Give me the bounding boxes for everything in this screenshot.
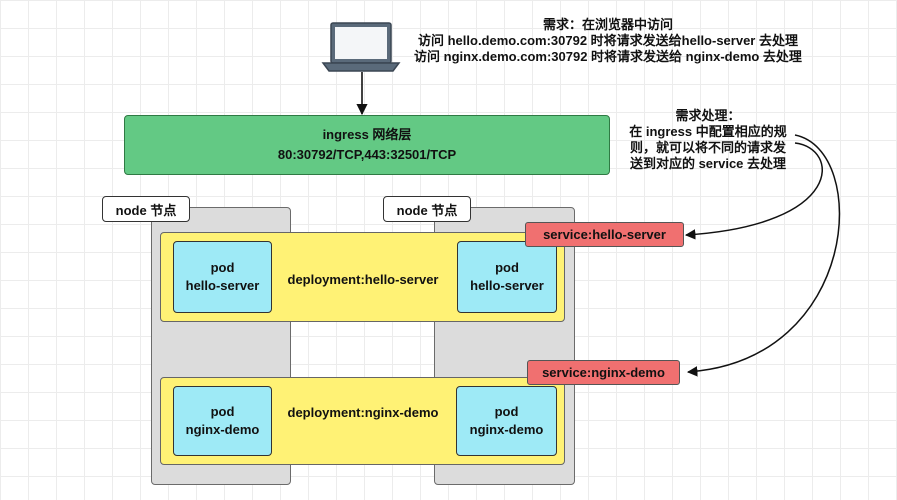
ingress-layer: ingress 网络层 80:30792/TCP,443:32501/TCP <box>124 115 610 175</box>
ingress-title: ingress 网络层 <box>322 127 412 142</box>
pod-nginx-demo-1: pod nginx-demo <box>173 386 272 456</box>
service-hello-server: service:hello-server <box>525 222 684 247</box>
pod-name: nginx-demo <box>185 422 260 437</box>
node-1-label: node 节点 <box>102 196 190 222</box>
pod-hello-server-1: pod hello-server <box>173 241 272 313</box>
pod-name: nginx-demo <box>469 422 544 437</box>
requirement-line-1: 访问 hello.demo.com:30792 时将请求发送给hello-ser… <box>418 33 798 48</box>
pod-title: pod <box>210 404 235 419</box>
ingress-ports: 80:30792/TCP,443:32501/TCP <box>277 147 457 162</box>
requirement-line-2: 访问 nginx.demo.com:30792 时将请求发送给 nginx-de… <box>414 49 802 64</box>
pod-hello-server-2: pod hello-server <box>457 241 557 313</box>
processing-title: 需求处理： <box>675 108 741 123</box>
requirement-note: 需求：在浏览器中访问 访问 hello.demo.com:30792 时将请求发… <box>398 17 818 65</box>
ingress-to-nginx-service-arrow <box>686 134 841 377</box>
laptop-icon <box>321 22 401 72</box>
requirement-title: 需求：在浏览器中访问 <box>542 17 673 32</box>
pod-name: hello-server <box>470 278 544 293</box>
node-2-label: node 节点 <box>383 196 471 222</box>
processing-line-2: 则，就可以将不同的请求发 <box>629 140 786 155</box>
pod-nginx-demo-2: pod nginx-demo <box>456 386 557 456</box>
processing-line-3: 送到对应的 service 去处理 <box>629 156 787 171</box>
pod-title: pod <box>495 260 519 275</box>
deployment-hello-server-label: deployment:hello-server <box>287 271 439 287</box>
ingress-to-hello-service-arrow <box>684 142 823 240</box>
processing-line-1: 在 ingress 中配置相应的规 <box>629 124 787 139</box>
service-nginx-demo: service:nginx-demo <box>527 360 680 385</box>
pod-title: pod <box>210 260 235 275</box>
pod-name: hello-server <box>185 278 260 293</box>
deployment-nginx-demo-label: deployment:nginx-demo <box>287 404 439 420</box>
processing-note: 需求处理： 在 ingress 中配置相应的规 则，就可以将不同的请求发 送到对… <box>618 108 798 172</box>
pod-title: pod <box>494 404 519 419</box>
